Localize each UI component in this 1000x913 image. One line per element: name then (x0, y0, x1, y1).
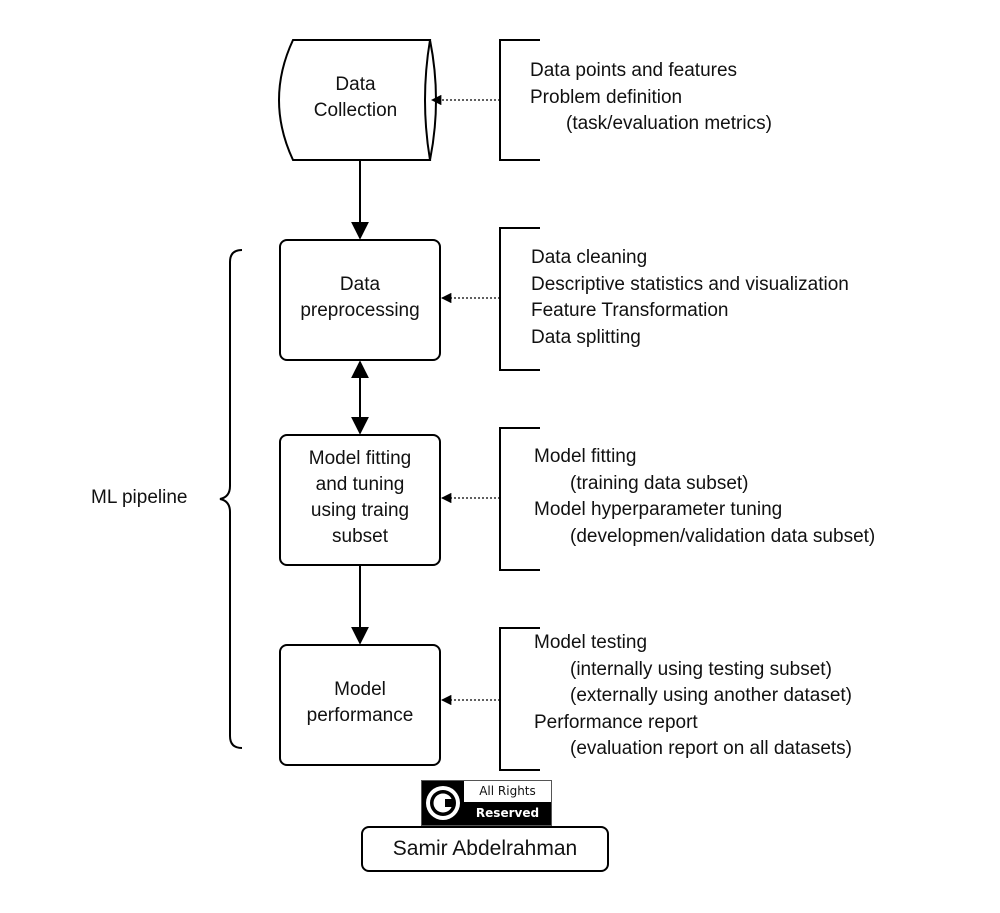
note-line: Feature Transformation (531, 300, 729, 321)
note-line: Data splitting (531, 326, 641, 348)
note-line: (internally using testing subset) (570, 658, 832, 680)
note-model-performance: Model testing (internally using testing … (534, 630, 852, 763)
note-line: (externally using another dataset) (570, 685, 852, 706)
note-line: Data points and features (530, 60, 738, 81)
node-data-preprocessing-shape (279, 239, 441, 361)
note-line: Model testing (534, 632, 648, 653)
pipeline-brace (219, 249, 243, 749)
note-line: Data cleaning (531, 247, 648, 268)
note-line: (task/evaluation metrics) (566, 113, 772, 134)
pipeline-label: ML pipeline (91, 487, 188, 508)
node-model-performance-shape (279, 644, 441, 766)
note-bracket-performance (499, 627, 540, 771)
node-model-fitting: Model fitting and tuning using traing su… (308, 448, 412, 547)
note-bracket-preprocessing (499, 227, 540, 371)
badge-bottom-text: Reserved (464, 802, 551, 825)
author-name: Samir Abdelrahman (361, 826, 609, 872)
note-line: (evaluation report on all datasets) (570, 738, 852, 759)
note-line: Model fitting (534, 446, 637, 467)
node-data-collection: Data Collection (313, 74, 398, 121)
note-data-preprocessing: Data cleaning Descriptive statistics and… (531, 245, 849, 351)
note-bracket-fitting (499, 427, 540, 571)
note-data-collection: Data points and features Problem definit… (530, 58, 772, 138)
badge-top-text: All Rights (464, 781, 551, 802)
note-line: (developmen/validation data subset) (570, 525, 876, 547)
note-line: Problem definition (530, 86, 683, 108)
node-model-performance: Model performance (306, 679, 414, 726)
note-model-fitting: Model fitting (training data subset) Mod… (534, 444, 875, 550)
note-line: Model hyperparameter tuning (534, 499, 783, 520)
note-line: Descriptive statistics and visualization (531, 273, 849, 295)
note-line: (training data subset) (570, 472, 749, 494)
copyright-icon (422, 781, 464, 825)
note-line: Performance report (534, 711, 698, 733)
note-bracket-collection (499, 39, 540, 161)
node-data-preprocessing: Data preprocessing (300, 274, 420, 321)
copyright-badge: All Rights Reserved (421, 780, 552, 826)
